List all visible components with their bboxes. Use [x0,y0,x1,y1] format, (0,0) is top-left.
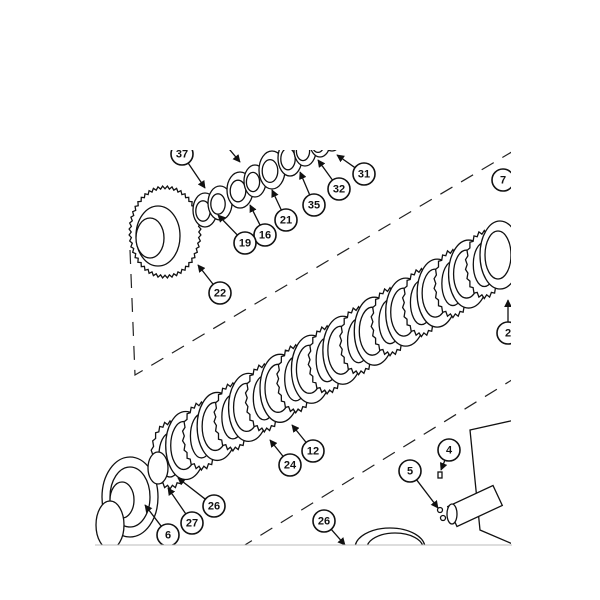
callout-33: 33 [252,93,274,115]
callout-number: 16 [259,230,271,242]
callout-35: 35 [302,193,326,217]
callout-number: 26 [318,516,330,528]
leader-line [271,189,282,211]
leader-line [336,154,356,169]
callout-number: 24 [284,460,297,472]
leader-line [217,214,238,236]
piston-housing [95,420,511,545]
callout-number: 7 [500,175,506,187]
callout-22: 22 [208,281,232,305]
callout-number: 36 [231,113,243,125]
leader-line [416,479,439,509]
leader-line [270,113,283,130]
dashed-guide-upper [129,151,511,377]
callout-number: 6 [165,530,171,542]
callout-37: 37 [170,149,194,166]
callout-number: 19 [239,238,251,250]
callout-number: 31 [358,169,370,181]
clutch-disc-stack [150,220,511,491]
shaft-ring [327,150,337,152]
callout-27: 27 [180,511,204,535]
callout-number: 35 [308,200,320,212]
callout-number: 4 [446,445,453,457]
callout-31: 31 [352,162,376,186]
callout-number: 26 [208,501,220,513]
leader-line [177,477,206,500]
callout-26: 26 [312,509,336,533]
leader-lines [144,113,511,545]
leader-line [317,159,334,181]
callout-number: 15 [208,126,220,138]
leader-line [187,162,206,189]
callout-number: 21 [280,215,292,227]
callout-26: 26 [202,494,226,518]
shaft-ring [310,150,330,158]
callout-6: 6 [156,523,180,545]
leader-line [244,127,262,149]
leader-line [167,487,187,515]
leader-line [249,204,261,226]
callout-24: 24 [278,453,302,477]
callout-19: 19 [233,231,257,255]
callout-15: 15 [203,120,225,142]
callout-labels: 33 36 15 37 31 32 35 21 16 19 22 7 2 12 24 26 27 6 4 5 26 [156,93,511,545]
leader-line [197,264,214,285]
callout-2: 2 [496,321,511,345]
callout-number: 2 [505,328,511,340]
callout-number: 27 [186,518,198,530]
callout-5: 5 [398,459,422,483]
leader-line [144,504,162,527]
leader-line [299,171,311,196]
leader-line [229,150,241,163]
dashed-guide-lower [243,379,511,545]
callout-7: 7 [491,168,511,192]
callout-number: 12 [307,446,319,458]
callout-21: 21 [274,208,298,232]
callout-36: 36 [226,107,248,129]
callout-number: 33 [257,99,269,111]
callout-32: 32 [327,177,351,201]
leader-line [269,439,284,457]
callout-4: 4 [437,438,461,462]
upper-shaft-assembly [128,150,337,279]
callout-number: 22 [214,288,226,300]
leader-line [291,424,307,443]
leader-line [330,528,346,545]
callout-number: 37 [176,149,188,161]
callout-number: 32 [333,184,345,196]
leader-line [439,459,448,471]
callout-16: 16 [253,223,277,247]
callout-number: 5 [407,466,413,478]
callout-12: 12 [301,439,325,463]
